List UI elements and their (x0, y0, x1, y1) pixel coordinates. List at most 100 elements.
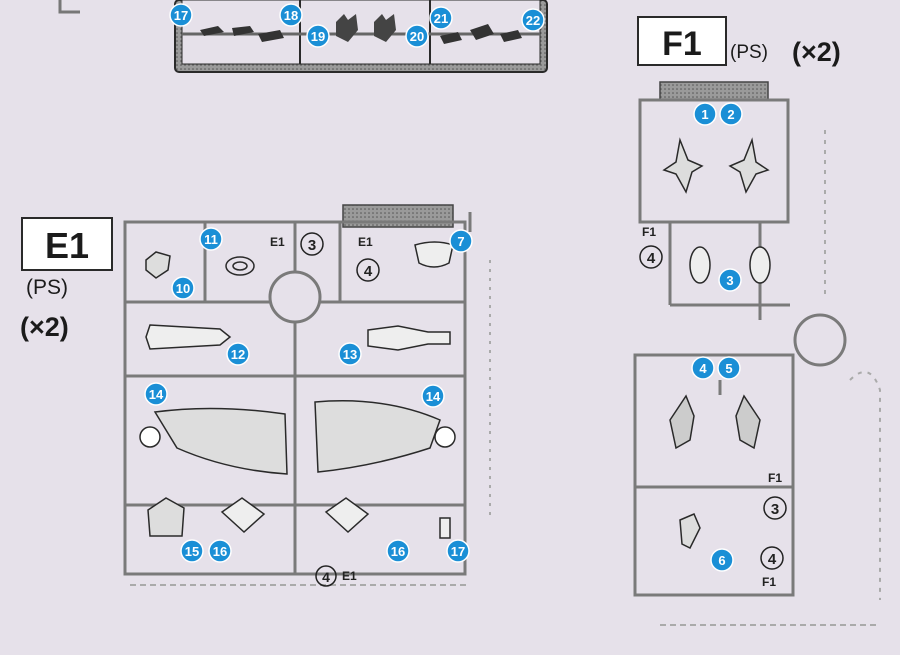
part-number: 16 (213, 544, 227, 559)
e1-parts (139, 241, 456, 539)
part-badge: 7 (449, 229, 473, 253)
part-badge: 17 (446, 539, 470, 563)
stamp-digit: 3 (308, 237, 316, 254)
f1-frame-top (638, 98, 790, 224)
stamp-code: E1 (358, 235, 373, 249)
part-14-peg (434, 426, 456, 448)
part-14-peg (139, 426, 161, 448)
part-14-shape (153, 407, 288, 475)
top-part (470, 24, 494, 40)
stamp-digit: 4 (647, 250, 656, 267)
f1-frame-bottom (633, 485, 795, 597)
part-number: 19 (311, 29, 325, 44)
part-6-shape (679, 513, 701, 550)
f1-code: F1 (662, 25, 702, 63)
part-number: 22 (526, 13, 540, 28)
part-badge: 22 (521, 8, 545, 32)
f1-tag-plate (659, 81, 769, 101)
part-badge: 15 (180, 539, 204, 563)
part-badge: 2 (719, 102, 743, 126)
part-number: 14 (149, 387, 164, 402)
e1-badges: 7 10 11 12 13 14 14 15 16 16 17 (144, 227, 473, 563)
stamp-code: E1 (270, 235, 285, 249)
e1-material: (PS) (26, 276, 68, 299)
e1-label-box (21, 217, 113, 271)
part-badge: 21 (429, 6, 453, 30)
part-number: 17 (174, 8, 188, 23)
stamp-digit: 4 (322, 569, 330, 585)
part-5-shape (735, 394, 761, 450)
e1-frame (123, 204, 491, 586)
f1-stamps: F1 4 F1 3 4 F1 (639, 225, 787, 589)
part-4-shape (669, 394, 695, 450)
part-number: 13 (343, 347, 357, 362)
f1-gate-ring (793, 313, 847, 367)
part-number: 4 (699, 361, 707, 376)
f1-parts (662, 137, 771, 550)
part-badge: 16 (386, 539, 410, 563)
part-3-shape (689, 246, 711, 284)
part-7-shape (414, 241, 454, 268)
e1-tag-plate (342, 204, 454, 228)
part-badge: 12 (226, 342, 250, 366)
stamp-code: F1 (762, 575, 776, 589)
top-part (232, 26, 254, 36)
part-number: 17 (451, 544, 465, 559)
part-1-shape (662, 137, 704, 194)
part-number: 20 (410, 29, 424, 44)
part-17-shape (439, 517, 451, 539)
part-number: 12 (231, 347, 245, 362)
part-number: 7 (457, 234, 464, 249)
part-badge: 4 (691, 356, 715, 380)
part-12-shape (145, 324, 232, 350)
part-badge: 19 (306, 24, 330, 48)
part-badge: 13 (338, 342, 362, 366)
e1-count: (×2) (20, 312, 69, 342)
f1-label: F1 (PS) (×2) (637, 16, 841, 67)
part-number: 14 (426, 389, 441, 404)
e1-stamps: E1 3 E1 4 4 E1 (270, 232, 380, 587)
top-frame (174, 0, 548, 73)
part-10-shape (145, 251, 171, 279)
part-badge: 3 (718, 268, 742, 292)
f1-count: (×2) (792, 37, 841, 67)
stamp-circle (315, 565, 337, 587)
e1-gate-ring (268, 270, 322, 324)
part-11-shape (225, 256, 255, 276)
part-13-shape (367, 325, 451, 351)
stamp-digit: 4 (364, 263, 373, 280)
part-2-shape (728, 137, 770, 194)
top-part-hand (374, 14, 396, 42)
f1-material: (PS) (730, 42, 768, 63)
stamp-code: F1 (768, 471, 782, 485)
top-frame-badges: 17 18 19 20 21 22 (169, 3, 545, 48)
part-number: 6 (718, 553, 725, 568)
stamp-code: F1 (642, 225, 656, 239)
part-15-shape (147, 497, 185, 537)
part-number: 3 (726, 273, 733, 288)
part-badge: 14 (144, 382, 168, 406)
stamp-circle (763, 496, 787, 520)
top-part (258, 30, 284, 42)
stamp-circle (760, 546, 784, 570)
part-number: 2 (727, 107, 734, 122)
f1-frame (633, 81, 881, 626)
part-16-shape (220, 497, 266, 534)
part-number: 18 (284, 8, 298, 23)
stamp-circle (356, 258, 380, 282)
f1-scrap (849, 371, 881, 600)
part-badge: 16 (208, 539, 232, 563)
part-number: 21 (434, 11, 448, 26)
part-14-shape (314, 400, 441, 473)
part-11-shape (232, 261, 248, 271)
stamp-digit: 3 (771, 501, 779, 518)
stamp-circle (300, 232, 324, 256)
stamp-circle (639, 245, 663, 269)
part-badge: 6 (710, 548, 734, 572)
part-16-shape (324, 497, 370, 534)
f1-frame-mid (633, 353, 795, 489)
part-badge: 5 (717, 356, 741, 380)
f1-badges: 1 2 3 4 5 6 (691, 102, 743, 572)
part-number: 16 (391, 544, 405, 559)
part-badge: 17 (169, 3, 193, 27)
